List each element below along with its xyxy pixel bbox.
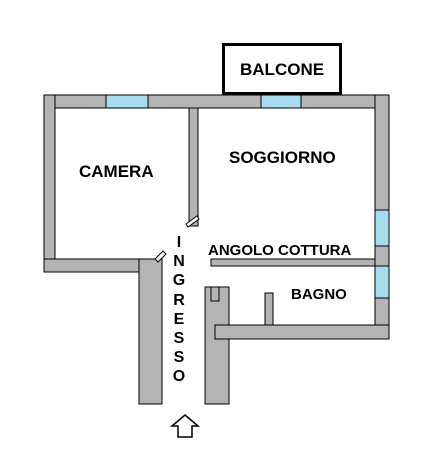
door-leaves (154, 215, 200, 263)
room-label-balcone: BALCONE (240, 60, 325, 79)
wall-partition-camera (188, 107, 199, 227)
room-label-soggiorno: SOGGIORNO (229, 148, 336, 167)
window-soggiorno (260, 94, 302, 109)
wall-bath-stub (264, 292, 274, 326)
door-ingresso (154, 250, 167, 263)
window-right-lower (374, 265, 390, 299)
wall-top (43, 94, 390, 109)
balcony-outline (222, 43, 342, 95)
window-camera (105, 94, 149, 109)
wall-ingresso-right (204, 286, 230, 405)
room-label-camera: CAMERA (79, 162, 154, 181)
windows (105, 94, 390, 299)
wall-kitchen-stub (210, 286, 220, 302)
room-label-angolo-cottura: ANGOLO COTTURA (208, 242, 352, 259)
room-label-ingresso: INGRESSO (172, 234, 186, 386)
wall-kitchen-bath (210, 258, 376, 267)
entrance-arrow-icon (169, 414, 201, 438)
window-right-upper (374, 209, 390, 247)
wall-left (43, 94, 56, 273)
wall-bath-bottom (214, 324, 390, 340)
wall-ingresso-left (138, 258, 163, 405)
door-camera (185, 215, 200, 228)
room-label-bagno: BAGNO (291, 286, 347, 303)
